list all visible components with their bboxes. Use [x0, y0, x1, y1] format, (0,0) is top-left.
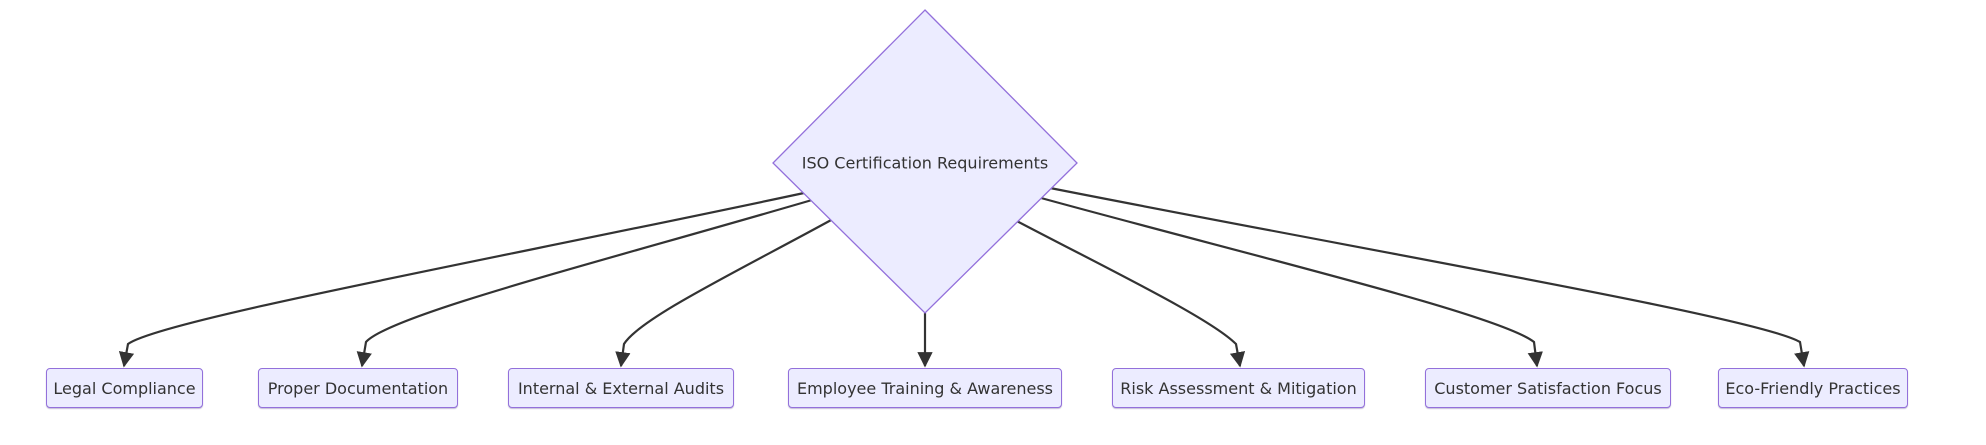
- node-risk-assessment-mitigation[interactable]: Risk Assessment & Mitigation: [1112, 368, 1365, 408]
- edge-iso-to-proper-documentation: [356, 198, 813, 368]
- node-legal-compliance[interactable]: Legal Compliance: [46, 368, 203, 408]
- node-proper-documentation[interactable]: Proper Documentation: [258, 368, 458, 408]
- node-label: Employee Training & Awareness: [796, 378, 1054, 398]
- node-label: Legal Compliance: [53, 378, 196, 398]
- node-employee-training-awareness[interactable]: Employee Training & Awareness: [788, 368, 1062, 408]
- edge-iso-to-legal-compliance: [118, 191, 805, 368]
- node-label: Customer Satisfaction Focus: [1434, 378, 1662, 398]
- root-diamond-shape[interactable]: [772, 9, 1078, 314]
- node-eco-friendly-practices[interactable]: Eco-Friendly Practices: [1718, 368, 1908, 408]
- node-label: Risk Assessment & Mitigation: [1120, 378, 1357, 398]
- node-internal-external-audits[interactable]: Internal & External Audits: [508, 368, 734, 408]
- root-node-label: ISO Certification Requirements: [801, 153, 1049, 173]
- node-customer-satisfaction-focus[interactable]: Customer Satisfaction Focus: [1425, 368, 1671, 408]
- edge-iso-to-internal-external-audits: [615, 218, 834, 368]
- edge-iso-to-customer-satisfaction: [1040, 196, 1543, 368]
- node-label: Internal & External Audits: [517, 378, 725, 398]
- edge-iso-to-eco-friendly: [1049, 186, 1810, 368]
- node-label: Eco-Friendly Practices: [1725, 378, 1901, 398]
- node-label: Proper Documentation: [267, 378, 449, 398]
- edge-iso-to-risk-assessment: [1012, 218, 1246, 368]
